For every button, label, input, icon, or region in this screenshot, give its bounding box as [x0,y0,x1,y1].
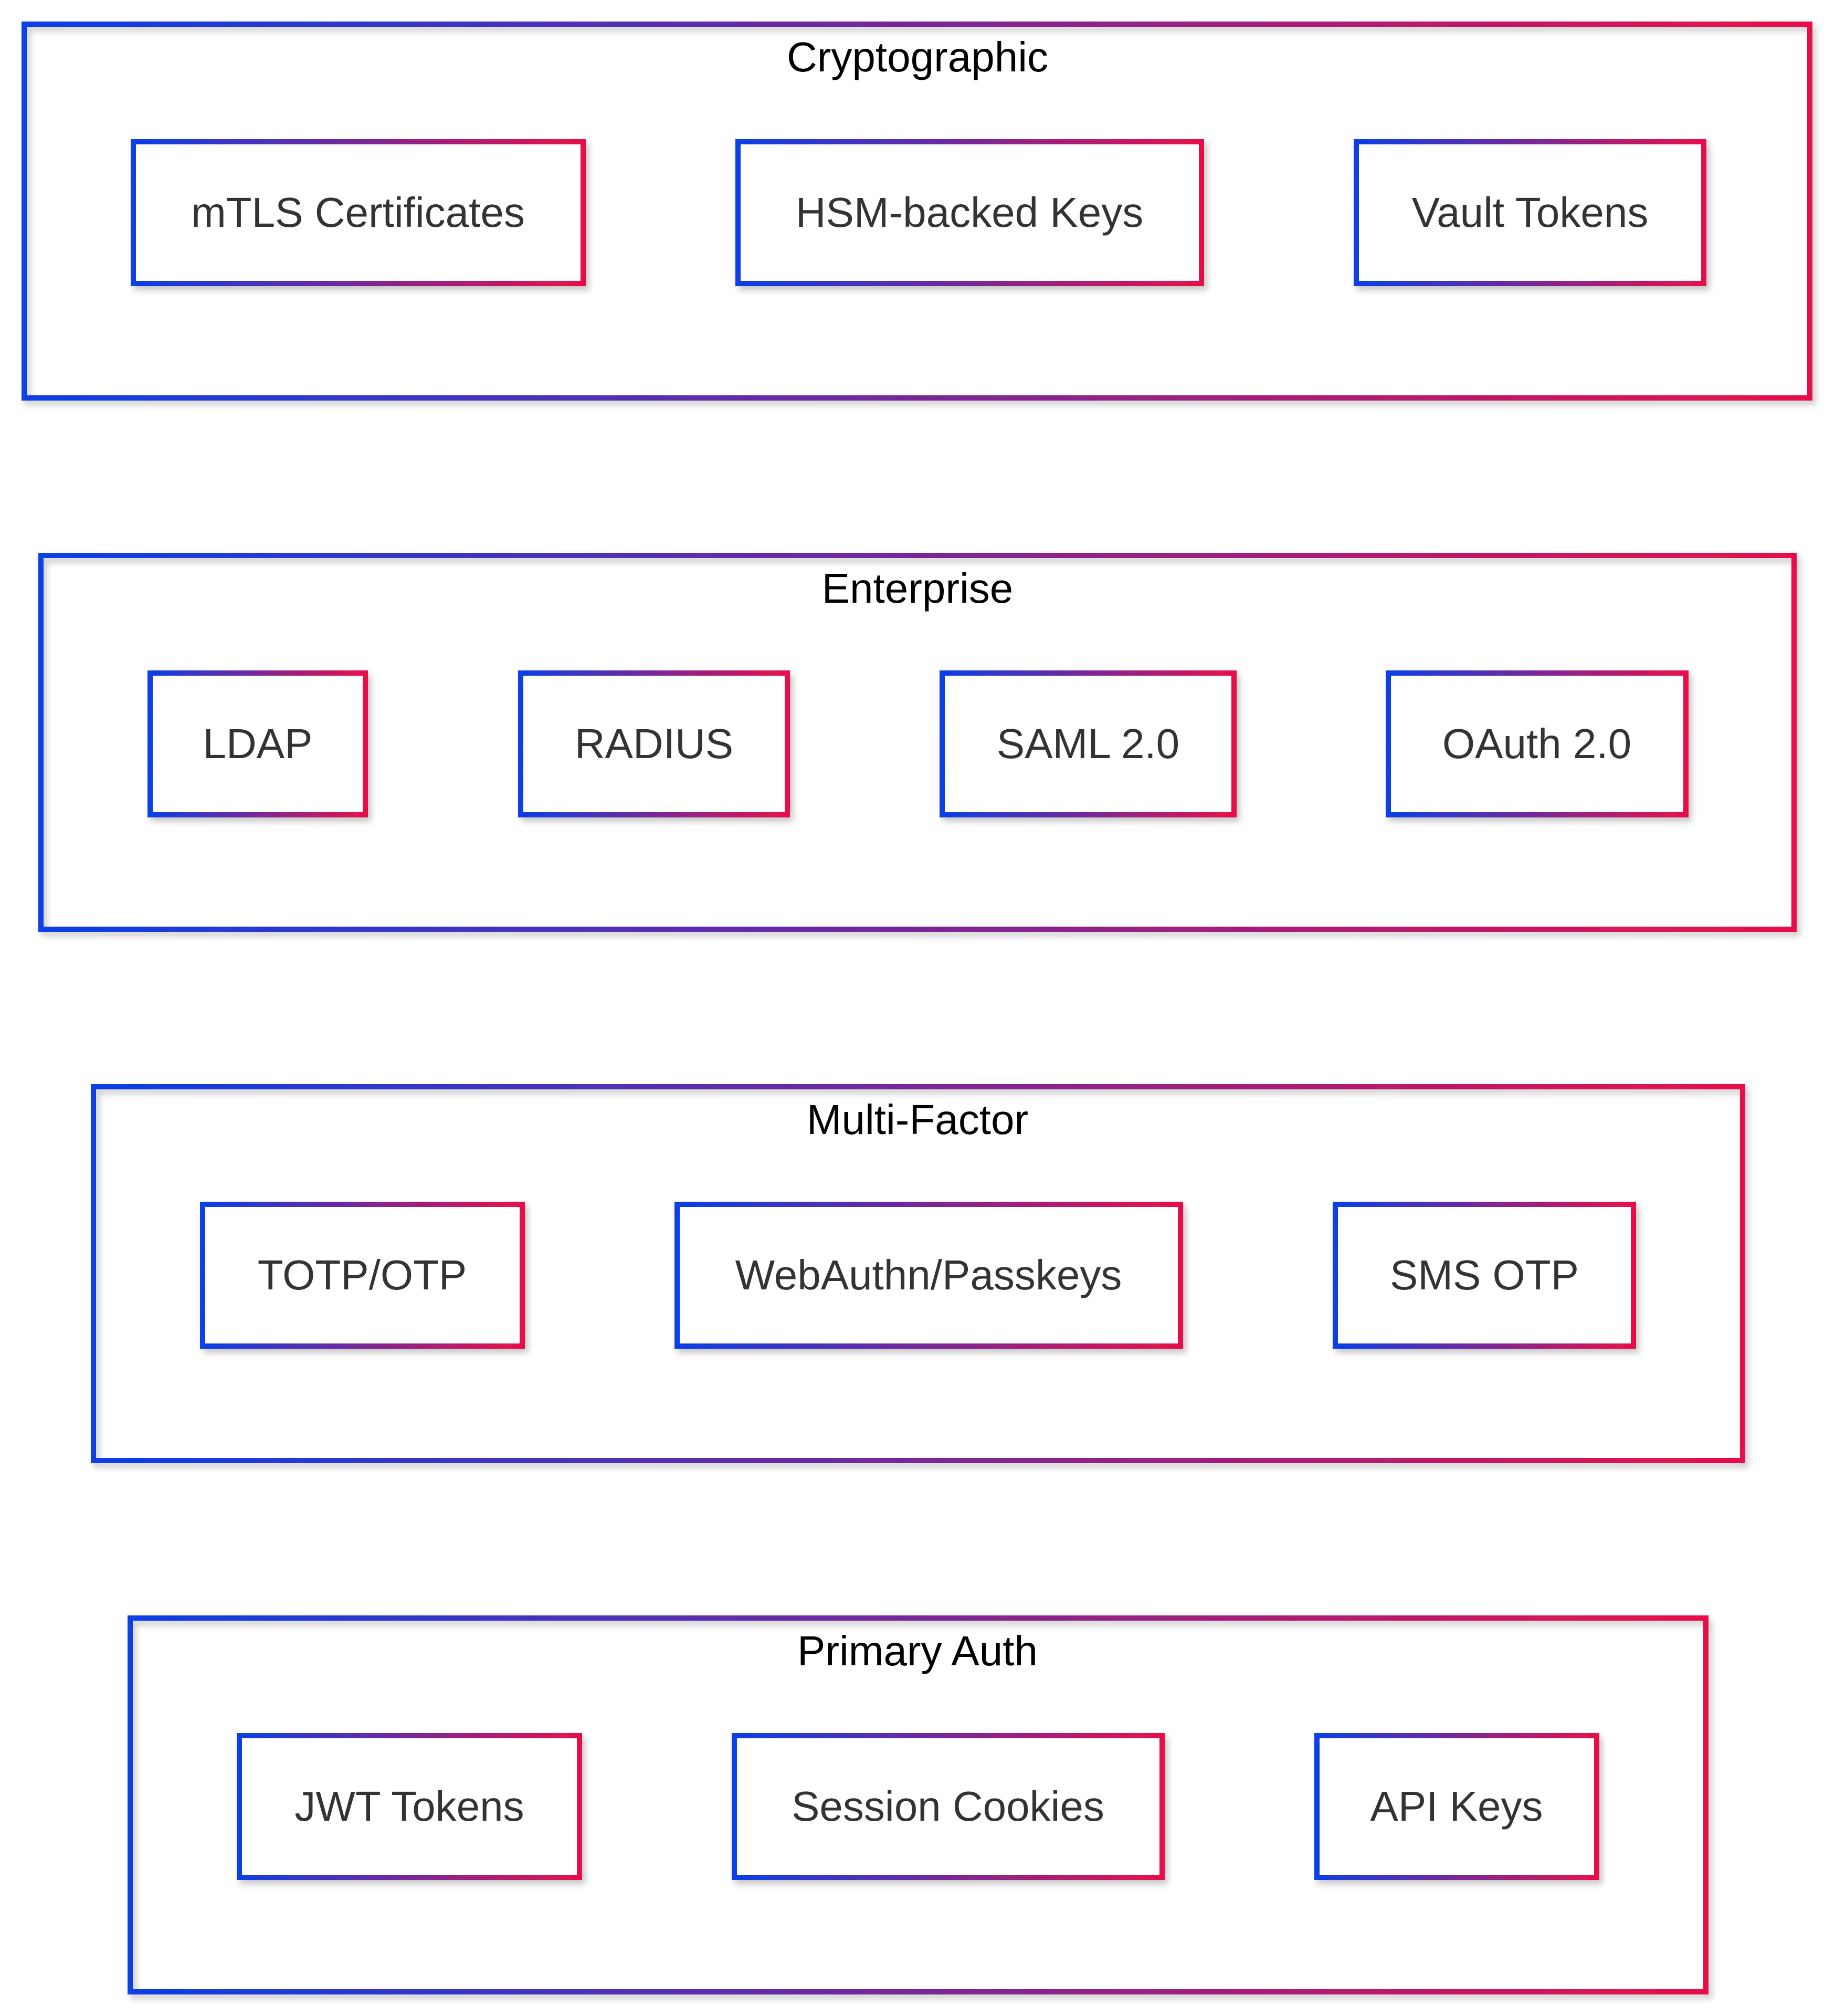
node-mtls-certificates[interactable]: mTLS Certificates [131,139,586,286]
node-label: HSM-backed Keys [796,189,1143,236]
node-label: WebAuthn/Passkeys [735,1252,1122,1298]
group-title: Enterprise [822,565,1014,612]
node-saml-2[interactable]: SAML 2.0 [940,670,1237,817]
node-webauthn-passkeys[interactable]: WebAuthn/Passkeys [674,1202,1183,1349]
group-title: Cryptographic [787,34,1048,80]
group-frame [22,22,1812,401]
node-label: SMS OTP [1390,1252,1579,1298]
node-label: RADIUS [575,720,733,767]
node-label: Session Cookies [792,1783,1104,1830]
group-frame [91,1084,1745,1463]
node-session-cookies[interactable]: Session Cookies [732,1733,1165,1880]
node-api-keys[interactable]: API Keys [1314,1733,1599,1880]
group-enterprise: Enterprise LDAP RADIUS SAML 2.0 OAuth 2.… [38,553,1797,932]
node-label: LDAP [203,720,313,767]
node-label: JWT Tokens [294,1783,524,1830]
group-primary-auth: Primary Auth JWT Tokens Session Cookies … [128,1615,1709,1994]
node-label: API Keys [1370,1783,1543,1830]
group-title: Primary Auth [797,1628,1038,1674]
group-frame [128,1615,1709,1994]
node-label: mTLS Certificates [191,189,525,236]
group-title: Multi-Factor [807,1096,1028,1143]
node-oauth-2[interactable]: OAuth 2.0 [1386,670,1689,817]
node-totp-otp[interactable]: TOTP/OTP [200,1202,525,1349]
node-vault-tokens[interactable]: Vault Tokens [1354,139,1706,286]
node-ldap[interactable]: LDAP [147,670,368,817]
node-label: OAuth 2.0 [1442,720,1631,767]
node-label: SAML 2.0 [997,720,1179,767]
node-jwt-tokens[interactable]: JWT Tokens [237,1733,582,1880]
node-hsm-backed-keys[interactable]: HSM-backed Keys [735,139,1204,286]
node-radius[interactable]: RADIUS [518,670,790,817]
group-multi-factor: Multi-Factor TOTP/OTP WebAuthn/Passkeys … [91,1084,1745,1463]
group-frame [38,553,1797,932]
group-cryptographic: Cryptographic mTLS Certificates HSM-back… [22,22,1812,401]
node-label: TOTP/OTP [258,1252,467,1298]
node-sms-otp[interactable]: SMS OTP [1333,1202,1636,1349]
node-label: Vault Tokens [1412,189,1649,236]
